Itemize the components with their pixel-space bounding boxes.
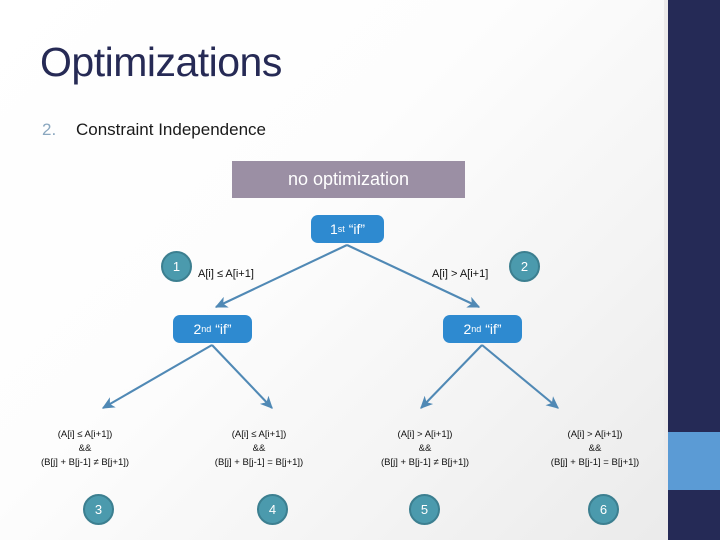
second-if-right-suffix: “if” (485, 321, 502, 337)
marker-circle-5: 5 (409, 494, 440, 525)
marker-circle-4: 4 (257, 494, 288, 525)
leaf-1-line1: (A[i] ≤ A[i+1]) (57, 429, 113, 440)
leaf-3-line3: (B[j] + B[j-1] ≠ B[j+1]) (380, 457, 470, 468)
leaf-2-line3: (B[j] + B[j-1] = B[j+1]) (214, 457, 304, 468)
leaf-3-line2: && (418, 443, 432, 454)
rail-divider (664, 0, 668, 540)
marker-circle-6: 6 (588, 494, 619, 525)
leaf-1-line2: && (78, 443, 92, 454)
page-title: Optimizations (40, 39, 282, 85)
marker-circle-1: 1 (161, 251, 192, 282)
second-if-left-prefix: 2 (193, 321, 202, 337)
first-if-suffix: “if” (348, 221, 366, 237)
leaf-3-line1: (A[i] > A[i+1]) (397, 429, 453, 440)
bullet-item: 2. Constraint Independence (42, 120, 266, 140)
leaf-1-line3: (B[j] + B[j-1] ≠ B[j+1]) (40, 457, 130, 468)
leaf-4-line2: && (588, 443, 602, 454)
right-rail-accent (668, 432, 720, 490)
edge-label-left: A[i] ≤ A[i+1] (198, 268, 254, 280)
marker-circle-3: 3 (83, 494, 114, 525)
leaf-expression-3: (A[i] > A[i+1]) && (B[j] + B[j-1] ≠ B[j+… (340, 428, 510, 470)
leaf-expression-2: (A[i] ≤ A[i+1]) && (B[j] + B[j-1] = B[j+… (174, 428, 344, 470)
edge-label-right: A[i] > A[i+1] (432, 268, 489, 280)
leaf-4-line3: (B[j] + B[j-1] = B[j+1]) (550, 457, 640, 468)
leaf-2-line1: (A[i] ≤ A[i+1]) (231, 429, 287, 440)
second-if-right-prefix: 2 (463, 321, 472, 337)
bullet-label: Constraint Independence (76, 120, 266, 139)
leaf-expression-4: (A[i] > A[i+1]) && (B[j] + B[j-1] = B[j+… (510, 428, 680, 470)
leaf-expression-1: (A[i] ≤ A[i+1]) && (B[j] + B[j-1] ≠ B[j+… (0, 428, 170, 470)
leaf-4-line1: (A[i] > A[i+1]) (567, 429, 623, 440)
no-optimization-banner: no optimization (232, 161, 465, 198)
leaf-2-line2: && (252, 443, 266, 454)
first-if-prefix: 1 (329, 221, 338, 237)
marker-circle-2: 2 (509, 251, 540, 282)
bullet-number: 2. (42, 120, 57, 139)
second-if-left-suffix: “if” (215, 321, 232, 337)
